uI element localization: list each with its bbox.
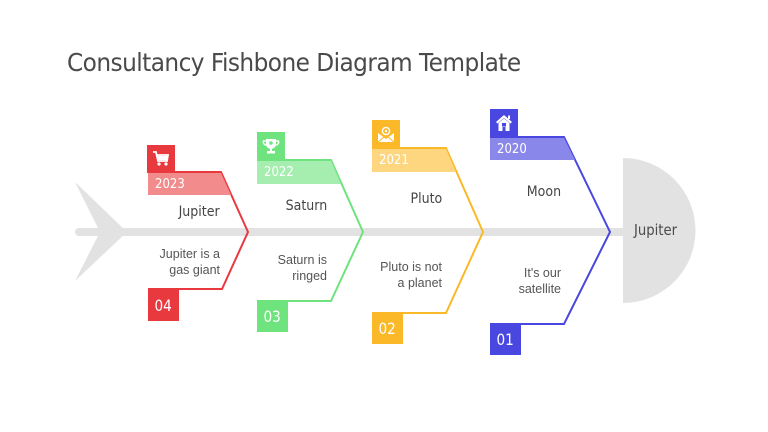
bone-04-line (148, 171, 250, 290)
home-icon (496, 115, 512, 131)
bone-02-label: Pluto (410, 191, 442, 207)
fish-tail (75, 182, 127, 281)
bone-01-label: Moon (526, 184, 561, 200)
year-band-01 (490, 138, 575, 160)
bone-03-description: Saturn is ringed (277, 253, 327, 283)
bone-01-line (490, 136, 612, 325)
bone-04-label: Jupiter (178, 204, 220, 220)
bone-02-number-badge: 02 (372, 313, 403, 344)
bone-04-description: Jupiter is a gas giant (159, 247, 220, 277)
bone-02-icon-box (372, 120, 400, 148)
year-band-04 (148, 173, 231, 195)
bone-02-description: Pluto is not a planet (380, 260, 442, 290)
bone-04-year: 2023 (155, 177, 185, 192)
bone-03-label: Saturn (285, 198, 327, 214)
bone-01-number-badge: 01 (490, 324, 521, 355)
bone-02-year: 2021 (379, 153, 409, 168)
bone-04-number-badge: 04 (148, 290, 179, 321)
trophy-icon (262, 139, 280, 154)
fish-head (623, 158, 696, 303)
bone-01-icon-box (490, 109, 518, 137)
bone-04-icon-box (147, 145, 175, 173)
bone-01-year: 2020 (497, 142, 527, 157)
bone-03-year: 2022 (264, 165, 294, 180)
shopping-cart-icon (153, 151, 170, 166)
bone-01-description: It's our satellite (518, 266, 561, 296)
fish-head-label: Jupiter (634, 221, 678, 239)
bone-03-icon-box (257, 132, 285, 160)
year-band-03 (257, 161, 341, 184)
bone-03-line (257, 159, 365, 302)
bone-02-line (372, 147, 485, 314)
year-band-02 (372, 149, 456, 172)
bone-03-number-badge: 03 (257, 301, 288, 332)
page-title: Consultancy Fishbone Diagram Template (67, 48, 521, 77)
email-icon (377, 126, 395, 143)
